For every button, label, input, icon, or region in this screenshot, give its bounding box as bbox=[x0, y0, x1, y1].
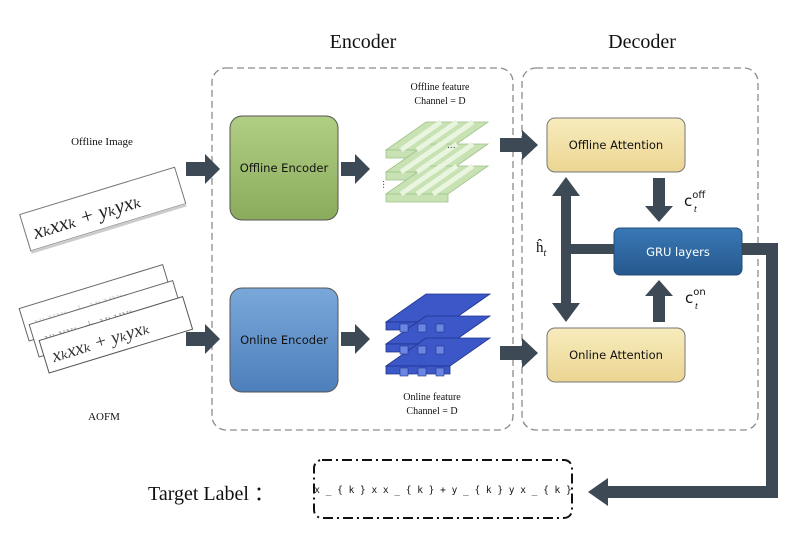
offline-encoder-label: Offline Encoder bbox=[240, 161, 329, 175]
arrow-c-on bbox=[645, 280, 673, 322]
offline-feature-dots-2: ... bbox=[380, 180, 390, 189]
arrow-offline-input bbox=[186, 154, 220, 184]
offline-encoder-box bbox=[229, 115, 339, 221]
online-encoder-box bbox=[229, 287, 339, 393]
offline-image-label: Offline Image bbox=[71, 136, 133, 148]
arrow-online-enc-feature bbox=[341, 324, 370, 354]
c-off-symbol: coff bbox=[684, 190, 706, 210]
c-on-base: c bbox=[685, 289, 693, 307]
arrow-output-path bbox=[588, 243, 778, 506]
arrow-online-input bbox=[186, 324, 220, 354]
online-feature-tensor bbox=[384, 293, 492, 377]
encoder-region bbox=[211, 67, 514, 431]
online-encoder-label: Online Encoder bbox=[240, 333, 328, 347]
arrow-online-feature-attention bbox=[500, 338, 538, 368]
c-on-subscript: t bbox=[695, 301, 698, 312]
offline-attention-box bbox=[546, 117, 686, 173]
gru-layers-label: GRU layers bbox=[646, 245, 710, 259]
c-off-subscript: t bbox=[694, 204, 697, 215]
c-on-sup: on bbox=[693, 287, 705, 298]
arrow-c-off bbox=[645, 178, 673, 222]
online-attention-label: Online Attention bbox=[569, 348, 663, 362]
encoder-title: Encoder bbox=[330, 31, 397, 53]
decoder-title: Decoder bbox=[608, 31, 676, 53]
h-bidirectional-arrow bbox=[552, 177, 580, 322]
c-on-symbol: con bbox=[685, 287, 706, 307]
online-attention-box bbox=[546, 327, 686, 383]
aofm-label: AOFM bbox=[88, 411, 120, 423]
offline-feature-caption-1: Offline feature bbox=[411, 82, 471, 93]
offline-feature-dots-1: ... bbox=[447, 141, 456, 151]
arrow-offline-enc-feature bbox=[341, 154, 370, 184]
c-off-sup: off bbox=[692, 190, 706, 201]
online-feature-caption-1: Online feature bbox=[403, 392, 461, 403]
h-hat-sub: t bbox=[544, 248, 547, 259]
offline-feature-tensor: ... ... bbox=[380, 119, 490, 203]
h-connector bbox=[570, 244, 614, 254]
offline-feature-caption-2: Channel = D bbox=[414, 96, 465, 107]
target-output-value: x _ { k } x x _ { k } + y _ { k } y x _ … bbox=[314, 485, 571, 496]
h-hat-base: ĥ bbox=[536, 239, 544, 256]
h-hat-symbol: ĥt bbox=[536, 239, 547, 259]
online-feature-caption-2: Channel = D bbox=[406, 406, 457, 417]
arrow-offline-feature-attention bbox=[500, 130, 538, 160]
c-off-base: c bbox=[684, 192, 692, 210]
aofm-image-stack: xₖxxₖ + yₖyxₖ xₖxxₖ + yₖyxₖ xₖxxₖ + yₖyx… bbox=[18, 264, 194, 374]
target-label: Target Label ： bbox=[148, 483, 274, 505]
target-output-box bbox=[313, 459, 573, 519]
offline-handwriting-image: xₖxxₖ + yₖyxₖ bbox=[19, 166, 187, 254]
offline-attention-label: Offline Attention bbox=[569, 138, 663, 152]
